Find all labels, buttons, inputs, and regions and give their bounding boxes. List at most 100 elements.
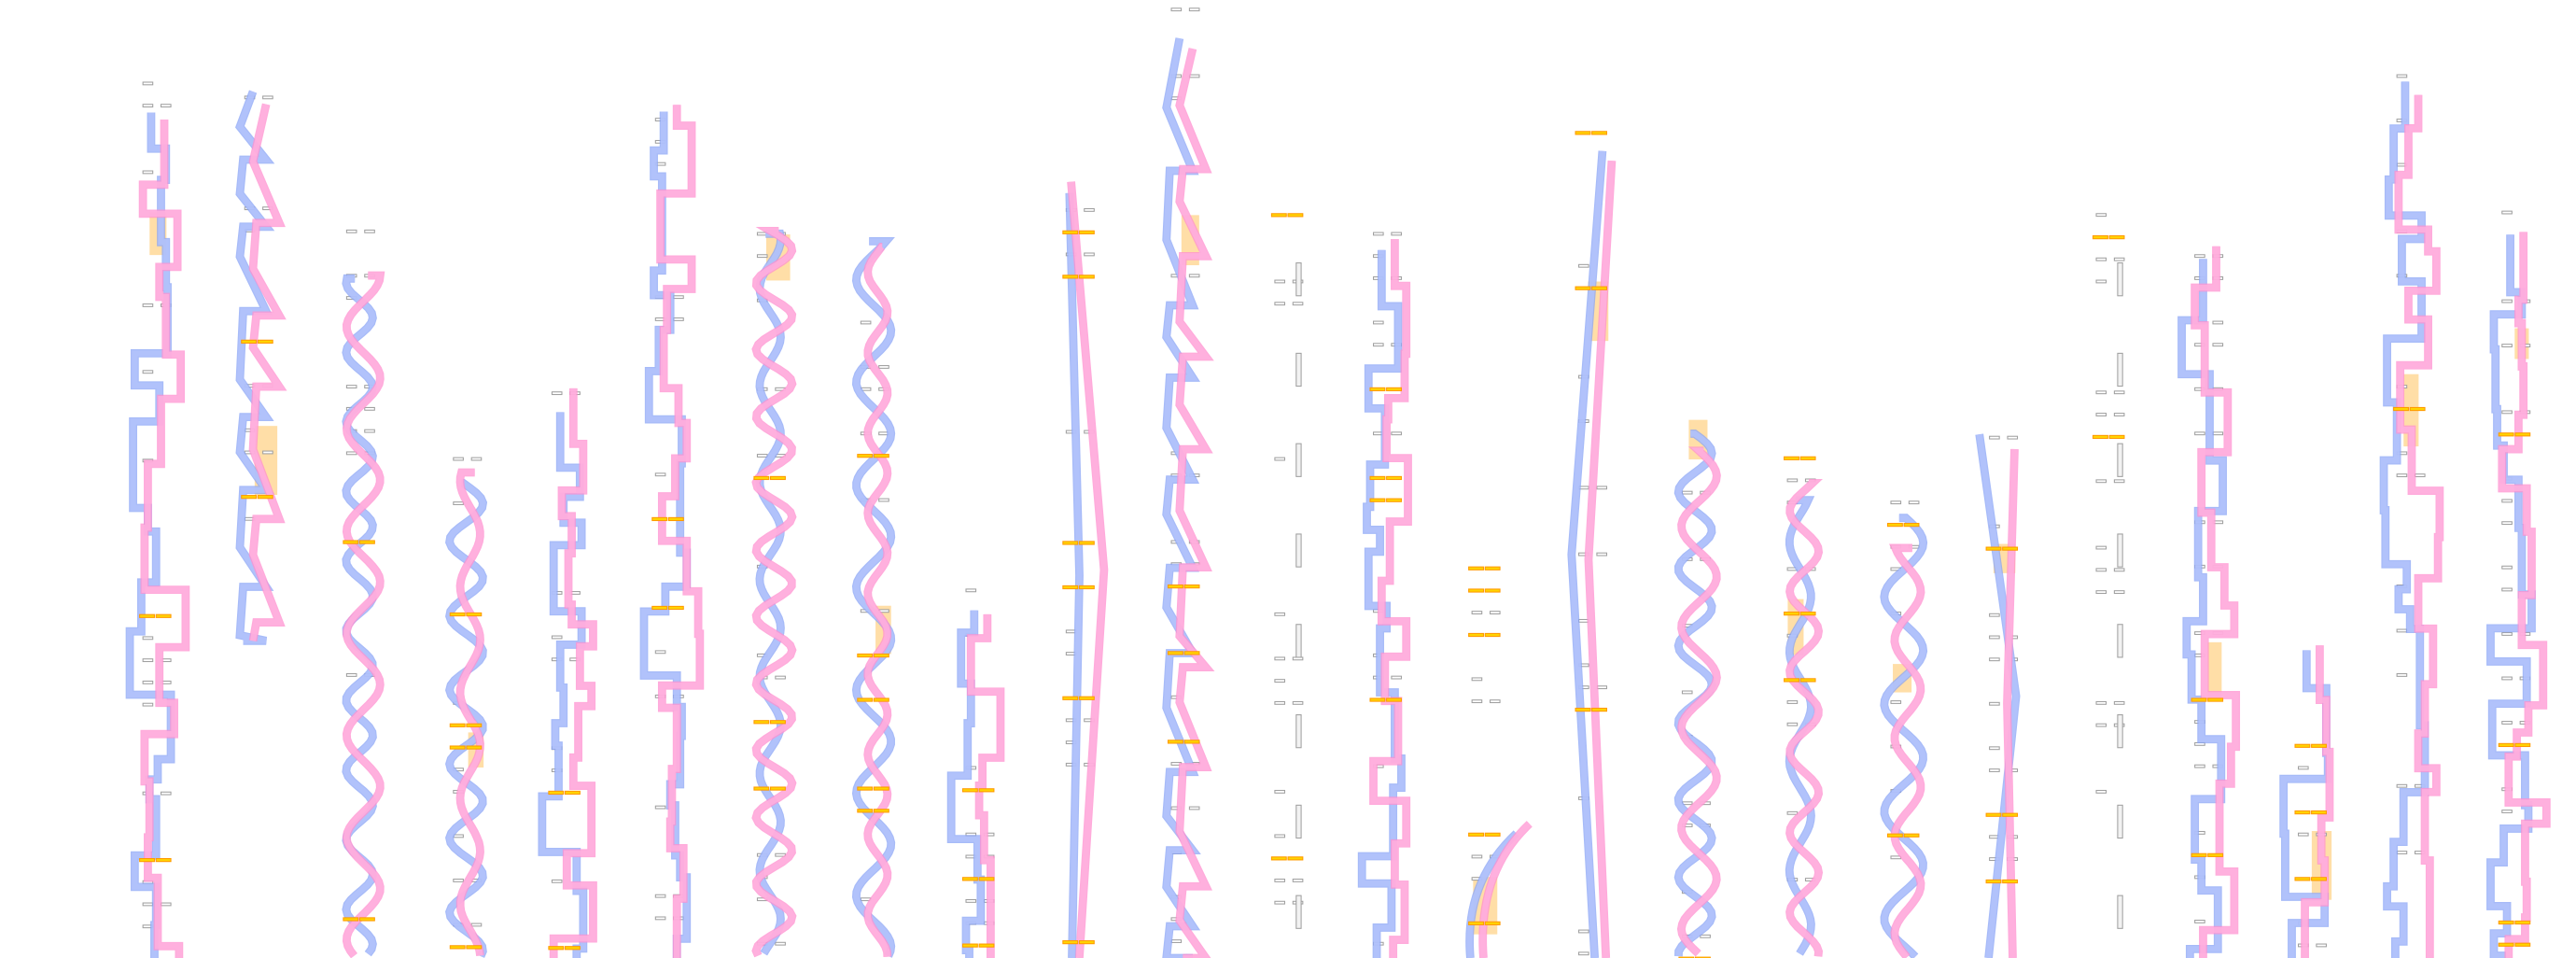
tick-mark xyxy=(2501,210,2513,215)
tick-mark xyxy=(2501,810,2513,813)
tick-mark xyxy=(1786,722,1799,726)
marker xyxy=(1484,632,1501,638)
marker xyxy=(978,943,995,948)
tick-mark xyxy=(470,923,483,927)
marker xyxy=(1369,387,1386,392)
marker xyxy=(2409,406,2426,412)
marker xyxy=(1078,939,1095,945)
tick-mark xyxy=(2501,410,2513,415)
strand-b xyxy=(2191,246,2239,958)
tick-mark xyxy=(1578,951,1589,956)
tick-mark xyxy=(2095,545,2107,550)
marker xyxy=(961,943,978,948)
tick-mark xyxy=(1274,789,1286,794)
marker xyxy=(1167,651,1183,655)
marker xyxy=(1078,230,1095,234)
tick-mark xyxy=(2396,628,2408,633)
marker xyxy=(1591,286,1608,290)
tick-mark xyxy=(2316,943,2327,948)
strand-b xyxy=(1479,822,1532,958)
tick-bar xyxy=(1295,895,1302,929)
tick-mark xyxy=(878,498,889,502)
marker xyxy=(857,697,874,702)
tick-mark xyxy=(551,635,563,640)
tick-mark xyxy=(2396,473,2408,478)
marker xyxy=(2294,810,2311,815)
tick-mark xyxy=(1471,854,1483,859)
marker xyxy=(770,720,786,725)
marker xyxy=(1078,585,1095,590)
tick-mark xyxy=(1989,701,2000,706)
strand-a xyxy=(2178,259,2226,958)
tick-mark xyxy=(756,454,768,458)
marker xyxy=(1386,498,1402,502)
tick-mark xyxy=(1489,611,1501,615)
tick-mark xyxy=(2194,764,2205,768)
tick-mark xyxy=(1786,700,1799,704)
tick-mark xyxy=(1681,490,1693,495)
marker xyxy=(2393,406,2409,412)
tick-mark xyxy=(1989,768,2000,772)
tick-mark xyxy=(160,791,172,796)
marker xyxy=(1468,566,1484,571)
tick-mark xyxy=(1274,834,1286,838)
marker xyxy=(2002,812,2019,817)
marker xyxy=(1575,286,1591,290)
tick-mark xyxy=(345,673,357,677)
tick-mark xyxy=(453,834,464,838)
marker xyxy=(978,788,995,793)
marker xyxy=(961,788,978,793)
marker xyxy=(857,454,874,458)
strand-b xyxy=(343,272,384,958)
marker xyxy=(466,945,483,950)
tick-mark xyxy=(2113,700,2125,705)
marker xyxy=(770,475,786,481)
marker xyxy=(1903,522,1920,528)
tick-mark xyxy=(142,636,154,641)
tick-mark xyxy=(1700,934,1711,938)
tick-mark xyxy=(2113,390,2125,395)
marker xyxy=(873,454,889,458)
marker xyxy=(1784,456,1799,460)
tick-mark xyxy=(2501,632,2513,636)
marker xyxy=(1468,588,1484,593)
highlight-boxes xyxy=(149,212,2529,935)
tick-mark xyxy=(1292,700,1304,705)
marker xyxy=(548,946,565,951)
tick-mark xyxy=(2113,257,2125,261)
marker xyxy=(1591,131,1608,135)
tick-mark xyxy=(2095,479,2107,484)
tick-mark xyxy=(1578,929,1589,934)
tick-mark xyxy=(1596,486,1608,490)
tick-mark xyxy=(2501,676,2513,681)
marker xyxy=(1078,541,1095,545)
tick-mark xyxy=(2095,257,2107,261)
marker xyxy=(449,945,466,950)
tick-mark xyxy=(1373,320,1384,325)
tick-mark xyxy=(1989,635,2000,640)
tick-mark xyxy=(2501,521,2513,526)
tick-mark xyxy=(2095,700,2107,705)
marker xyxy=(1799,678,1816,683)
marker xyxy=(873,786,889,791)
marker xyxy=(1985,812,2002,817)
strand-a xyxy=(126,112,175,958)
tick-mark xyxy=(1471,677,1483,682)
tick-mark xyxy=(2113,590,2125,595)
marker xyxy=(1270,213,1287,218)
tick-mark xyxy=(453,501,464,505)
marker xyxy=(2002,879,2019,884)
marker xyxy=(1183,740,1200,744)
tick-mark xyxy=(2501,499,2513,503)
tick-mark xyxy=(1989,657,2000,662)
tick-mark xyxy=(142,303,154,307)
tick-mark xyxy=(1908,500,1920,505)
tick-mark xyxy=(1170,7,1183,12)
strand-b xyxy=(249,103,286,641)
tick-mark xyxy=(160,104,172,108)
marker xyxy=(873,697,889,702)
tick-mark xyxy=(2194,431,2205,436)
marker xyxy=(2498,742,2514,748)
marker xyxy=(343,917,359,922)
tick-mark xyxy=(654,894,666,898)
